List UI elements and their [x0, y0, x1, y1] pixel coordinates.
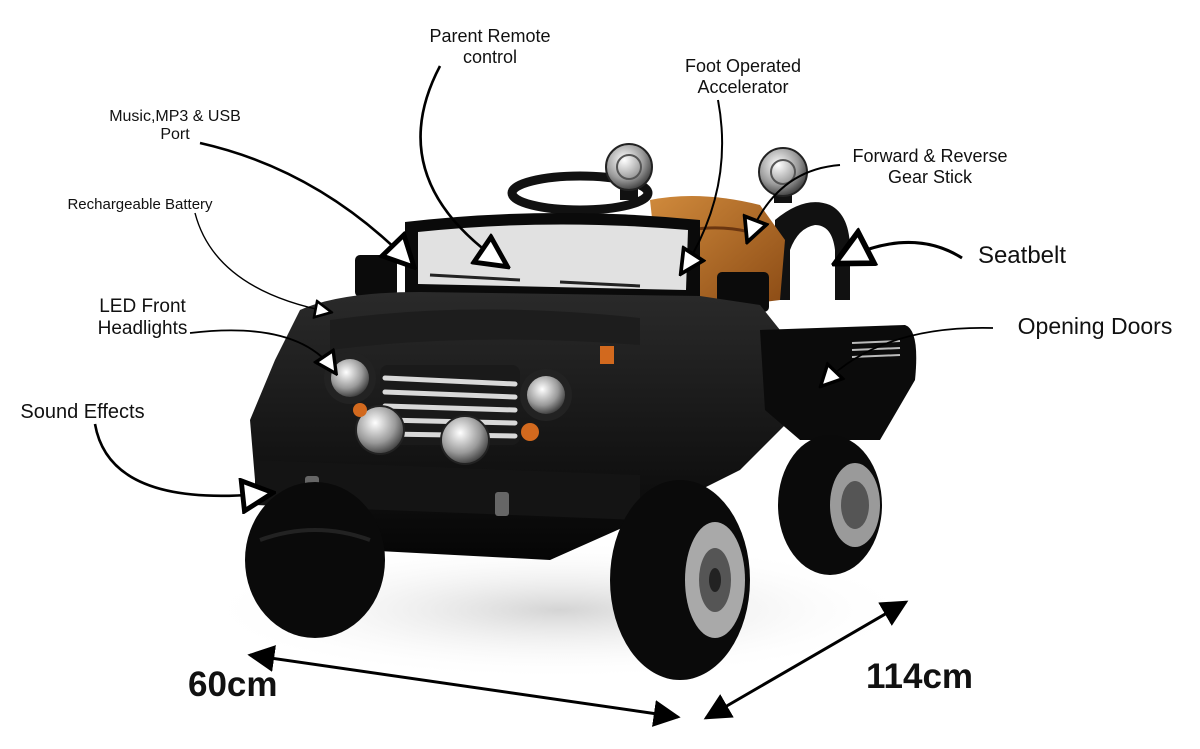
label-rechargeable-battery: Rechargeable Battery: [67, 196, 213, 213]
label-remote-line2: control: [462, 46, 518, 67]
right-headlight: [520, 369, 572, 421]
roll-bar: [775, 202, 850, 300]
turn-light-left: [353, 403, 367, 417]
foot-leader: [682, 99, 724, 272]
front-left-wheel: [245, 482, 385, 638]
label-music-line2: Port: [160, 126, 190, 144]
right-spotlight: [758, 147, 808, 203]
label-opening-doors: Opening Doors: [1017, 313, 1173, 339]
sound-leader: [93, 423, 270, 496]
leader-lines: [93, 65, 994, 496]
steering-wheel: [507, 171, 653, 215]
label-music-port: Music,MP3 & USB Port: [95, 108, 255, 145]
hood-marker: [600, 346, 614, 364]
left-mirror: [355, 255, 397, 297]
turn-light-right: [521, 423, 539, 441]
label-gear-line2: Gear Stick: [887, 166, 973, 187]
label-foot-line1: Foot Operated: [684, 56, 802, 76]
label-gear-line1: Forward & Reverse: [852, 146, 1008, 166]
label-led-line2: Headlights: [97, 317, 188, 339]
length-dimension-label: 114cm: [866, 657, 974, 696]
led-leader: [189, 329, 335, 372]
left-spotlight: [605, 143, 653, 200]
remote-leader: [419, 65, 505, 265]
windshield-glass: [418, 224, 688, 290]
label-sound-effects: Sound Effects: [20, 401, 145, 423]
rear-wheel: [778, 435, 882, 575]
gear-leader: [748, 164, 841, 240]
left-fog-lamp: [355, 405, 405, 455]
left-headlight: [324, 352, 376, 404]
hood: [330, 309, 640, 350]
music-leader: [199, 141, 412, 265]
doors-leader: [822, 326, 994, 385]
label-music-line1: Music,MP3 & USB: [109, 108, 241, 125]
label-led-headlights: LED Front Headlights: [80, 296, 205, 340]
length-dimension-arrow: [703, 600, 909, 720]
label-foot-accelerator: Foot Operated Accelerator: [668, 56, 818, 97]
width-dimension-label: 60cm: [188, 665, 278, 704]
label-seatbelt: Seatbelt: [977, 242, 1067, 269]
label-parent-remote: Parent Remote control: [415, 26, 565, 67]
label-led-line1: LED Front: [99, 296, 186, 317]
width-dimension-arrow: [247, 645, 681, 727]
label-foot-line2: Accelerator: [697, 76, 789, 97]
seat-leader: [838, 242, 963, 262]
battery-leader: [194, 212, 330, 312]
label-gear-stick: Forward & Reverse Gear Stick: [835, 146, 1025, 187]
label-remote-line1: Parent Remote: [429, 26, 551, 46]
right-fog-lamp: [440, 415, 490, 465]
front-right-wheel: [610, 480, 750, 680]
